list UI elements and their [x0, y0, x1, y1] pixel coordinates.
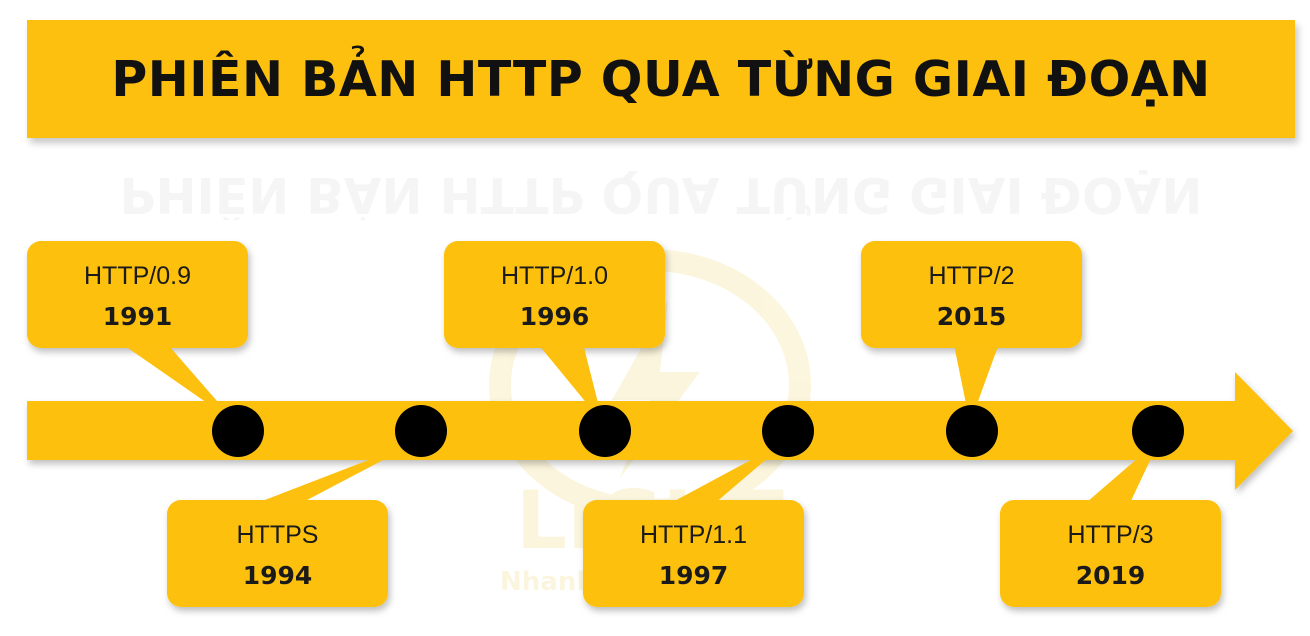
- timeline-event: HTTP/1.1 1997: [583, 405, 814, 607]
- page-title: PHIÊN BẢN HTTP QUA TỪNG GIAI ĐOẠN: [111, 50, 1211, 108]
- event-version-label: HTTP/3: [1067, 521, 1153, 549]
- event-version-label: HTTP/1.1: [640, 521, 747, 549]
- callout-box: [1000, 500, 1221, 607]
- timeline-dot: [212, 405, 264, 457]
- callout-box: [444, 241, 665, 348]
- timeline-event: HTTP/0.9 1991: [27, 241, 264, 457]
- event-year-label: 2019: [1076, 561, 1146, 590]
- timeline-event: HTTP/1.0 1996: [444, 241, 665, 457]
- callout-box: [27, 241, 248, 348]
- event-year-label: 1991: [103, 302, 173, 331]
- timeline-events: HTTP/0.91991HTTPS1994HTTP/1.01996HTTP/1.…: [27, 241, 1221, 607]
- timeline-event: HTTP/2 2015: [861, 241, 1082, 457]
- lightning-bolt-icon: [612, 300, 700, 478]
- event-year-label: 1996: [520, 302, 590, 331]
- callout-pointer-overlay: [665, 439, 790, 506]
- event-year-label: 2015: [937, 302, 1007, 331]
- callout-pointer-overlay: [1082, 439, 1160, 506]
- callout-pointer-overlay: [119, 342, 236, 423]
- watermark-tagline: Nhanh: [500, 567, 595, 597]
- timeline-dot: [579, 405, 631, 457]
- timeline-dot: [946, 405, 998, 457]
- timeline-dot: [762, 405, 814, 457]
- timeline-event: HTTP/3 2019: [1000, 405, 1221, 607]
- timeline-event: HTTPS 1994: [167, 405, 447, 607]
- event-version-label: HTTP/2: [928, 262, 1014, 290]
- callout-box: [583, 500, 804, 607]
- callout-box: [861, 241, 1082, 348]
- callout-box: [167, 500, 388, 607]
- event-version-label: HTTP/1.0: [501, 262, 608, 290]
- callout-pointer-overlay: [953, 342, 1000, 423]
- event-year-label: 1994: [243, 561, 313, 590]
- event-version-label: HTTPS: [237, 521, 319, 549]
- title-banner: PHIÊN BẢN HTTP QUA TỪNG GIAI ĐOẠN: [27, 20, 1295, 138]
- timeline-dot: [1132, 405, 1184, 457]
- timeline-dot: [395, 405, 447, 457]
- callout-pointer-overlay: [536, 342, 603, 423]
- callout-pointer-overlay: [249, 439, 423, 506]
- event-year-label: 1997: [659, 561, 729, 590]
- event-version-label: HTTP/0.9: [84, 262, 191, 290]
